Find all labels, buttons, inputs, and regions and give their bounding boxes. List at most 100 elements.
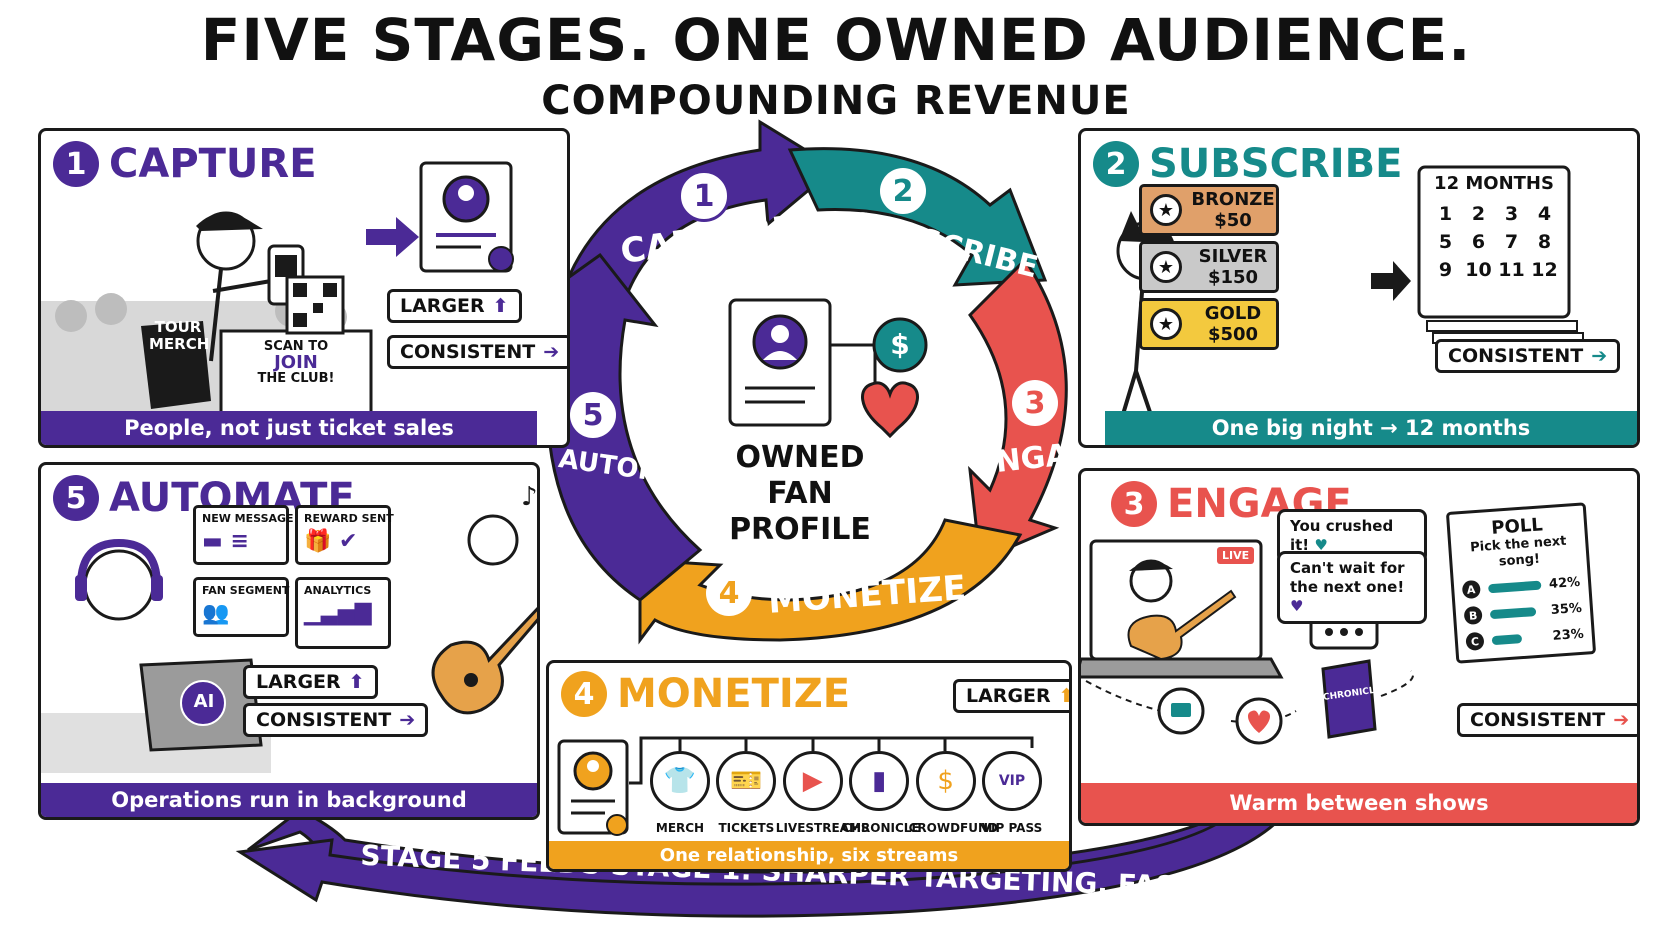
bar-chart-icon: ▁▃▅▇ (304, 601, 372, 626)
stream-merch: 👕MERCH (643, 751, 717, 835)
card-new-message-label: NEW MESSAGE (202, 512, 294, 525)
poll-option-pct: 42% (1548, 574, 1581, 592)
tier-bronze-name: BRONZE (1191, 189, 1275, 210)
calendar-day: 10 (1465, 259, 1492, 281)
monetize-banner: One relationship, six streams (549, 841, 1069, 869)
automate-illustration: ♪ (41, 482, 538, 773)
page-subtitle: COMPOUNDING REVENUE (541, 78, 1131, 124)
poll-option-bar (1487, 580, 1542, 593)
arrow-right-icon (366, 217, 419, 257)
engage-tag-consistent-text: CONSISTENT (1470, 709, 1606, 731)
cycle-num-1: 1 (678, 170, 730, 222)
card-fan-segment-label: FAN SEGMENT (202, 584, 290, 597)
capture-banner: People, not just ticket sales (41, 411, 537, 445)
tier-gold: ★ GOLD$500 (1139, 298, 1279, 350)
panel-subscribe: 2 SUBSCRIBE ★ BRONZE$50 ★ SILVER$150 ★ G… (1078, 128, 1640, 448)
monetize-tag-larger-text: LARGER (966, 685, 1051, 707)
panel-capture-num: 1 (53, 141, 99, 187)
ai-badge-icon (180, 680, 226, 726)
arrow-right-icon: ➔ (543, 341, 560, 363)
merch-label-1: TOUR (154, 318, 202, 336)
stream-label: CROWDFUND (908, 821, 998, 835)
engage-illustration (1081, 539, 1414, 745)
capture-tag-larger-text: LARGER (400, 295, 485, 317)
tier-silver: ★ SILVER$150 (1139, 241, 1279, 293)
subscribe-illustration (1116, 165, 1584, 422)
chronicle-book-icon (1321, 659, 1377, 739)
calendar-day: 5 (1438, 231, 1453, 253)
live-badge: LIVE (1217, 547, 1255, 564)
vip-badge-icon: VIP (982, 751, 1042, 811)
chat-bubble-2-text: Can't wait for the next one! (1290, 559, 1405, 596)
center-dollar: $ (890, 328, 910, 361)
card-fan-segment: FAN SEGMENT 👥 (193, 577, 289, 637)
card-analytics: ANALYTICS ▁▃▅▇ (295, 577, 391, 649)
play-icon: ▶ (782, 751, 843, 811)
calendar-day: 11 (1498, 259, 1525, 281)
join-sign-2: JOIN (274, 352, 318, 373)
arrow-right-icon: ➔ (399, 709, 416, 731)
arrow-right-icon: ➔ (1591, 345, 1608, 367)
gift-icon: 🎁 ✔ (304, 529, 358, 554)
center-label-line-2: FAN PROFILE (729, 476, 871, 547)
stream-crowdfund: $CROWDFUND (908, 751, 998, 835)
automate-tag-larger-text: LARGER (256, 671, 341, 693)
cycle-segment-subscribe (787, 147, 1048, 287)
tier-silver-price: $150 (1207, 267, 1259, 288)
poll-option-bar (1489, 606, 1536, 619)
merch-bag-icon (141, 321, 211, 409)
poll-option-letter: A (1461, 579, 1481, 600)
check-icon (606, 814, 628, 836)
subscribe-tag-consistent-text: CONSISTENT (1448, 345, 1584, 367)
panel-monetize-title: 4 MONETIZE (561, 671, 850, 717)
calendar-day: 9 (1438, 259, 1453, 281)
center-label-line-1: OWNED (735, 440, 865, 475)
panel-subscribe-title-text: SUBSCRIBE (1149, 141, 1403, 187)
merch-label: TOUR MERCH (149, 318, 209, 353)
calendar-day: 2 (1471, 203, 1486, 225)
arrow-right-icon: ➔ (1613, 709, 1630, 731)
star-icon: ★ (1150, 251, 1182, 283)
ai-label: AI (193, 691, 215, 712)
stream-label: TICKETS (718, 821, 775, 835)
monetize-illustration (557, 736, 1034, 836)
card-analytics-label: ANALYTICS (304, 584, 372, 597)
stream-label: CHRONICLE (842, 821, 920, 835)
panel-engage: 3 ENGAGE LIVE CHRONICLE You crushed it! … (1078, 468, 1640, 826)
engage-tag-consistent: CONSISTENT ➔ (1457, 703, 1637, 737)
stream-label: LIVESTREAMS (775, 821, 870, 835)
calendar-icon (1417, 165, 1571, 319)
poll-option-pct: 23% (1552, 626, 1585, 644)
arrow-up-icon: ⬆ (492, 295, 509, 317)
check-icon (488, 246, 514, 272)
heart-icon (861, 381, 919, 439)
automate-tag-consistent-text: CONSISTENT (256, 709, 392, 731)
chat-icon: ▬ ≡ (202, 529, 249, 554)
poll-question: Pick the next song! (1469, 533, 1567, 570)
stream-chronicle: ▮ CHRONICLE (842, 751, 920, 835)
join-sign: SCAN TO JOIN THE CLUB! (241, 339, 351, 387)
stream-livestreams: ▶ LIVESTREAMS (775, 751, 870, 835)
ticket-icon: 🎫 (716, 751, 777, 811)
panel-subscribe-title: 2 SUBSCRIBE (1093, 141, 1402, 187)
engage-banner: Warm between shows (1081, 783, 1637, 823)
stream-label: MERCH (655, 821, 705, 835)
calendar-day: 12 (1531, 259, 1558, 281)
capture-illustration (41, 161, 514, 423)
tier-bronze: ★ BRONZE$50 (1139, 184, 1279, 236)
dollar-icon (872, 317, 928, 373)
capture-tag-consistent: CONSISTENT ➔ (387, 335, 567, 369)
star-icon: ★ (1150, 194, 1182, 226)
tier-silver-name: SILVER (1198, 246, 1268, 267)
capture-tag-consistent-text: CONSISTENT (400, 341, 536, 363)
panel-capture-title-text: CAPTURE (109, 141, 317, 187)
subscribe-banner: One big night → 12 months (1105, 411, 1637, 445)
arrow-right-icon (1371, 261, 1411, 301)
cycle-num-4: 4 (706, 570, 752, 616)
book-icon: ▮ (849, 751, 910, 811)
calendar-day: 1 (1438, 203, 1453, 225)
music-note-icon: ♪ (521, 482, 538, 512)
guitarist-head-icon (467, 514, 519, 566)
